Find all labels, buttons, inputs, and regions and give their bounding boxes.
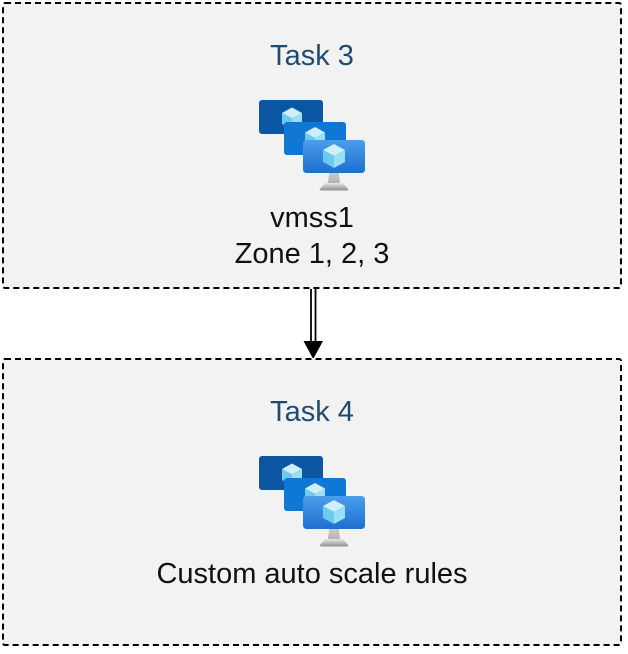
task4-caption: Custom auto scale rules [156,556,467,592]
vmss-name-label: vmss1 [270,202,354,234]
zones-label: Zone 1, 2, 3 [234,238,390,270]
task4-title: Task 4 [270,396,354,428]
vmss-icon [259,456,365,548]
down-arrow-connector [303,288,323,359]
task3-box: Task 3 vmss1 Zone 1, 2, 3 [2,2,622,289]
autoscale-rules-label: Custom auto scale rules [156,558,468,590]
task3-title: Task 3 [270,40,354,72]
vmss-icon [259,100,365,192]
task4-box: Task 4 Custom auto scale rules [2,358,622,646]
task3-caption: vmss1 Zone 1, 2, 3 [235,200,390,272]
